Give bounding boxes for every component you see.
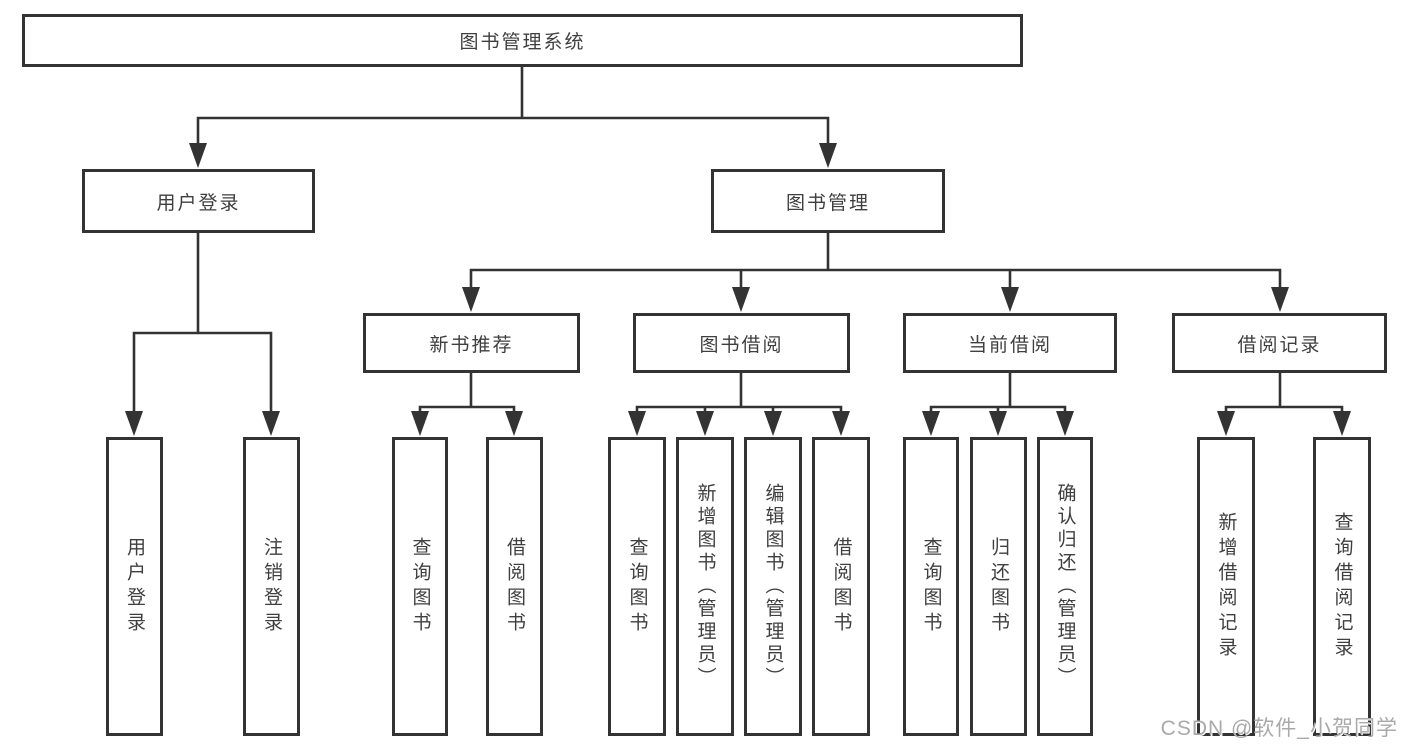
leaf-return-books-label: 归还图书 — [988, 536, 1009, 637]
arrowhead — [1333, 411, 1351, 436]
leaf-query-borrow-record: 查询借阅记录 — [1313, 437, 1371, 736]
leaf-query-books-recommend-label: 查询图书 — [409, 536, 431, 637]
node-user-login-label: 用户登录 — [156, 192, 241, 214]
arrowhead — [505, 411, 523, 436]
connector-userlogin-split — [132, 231, 273, 412]
node-root-system: 图书管理系统 — [22, 14, 1023, 67]
node-borrowing-records-label: 借阅记录 — [1237, 334, 1322, 356]
leaf-confirm-return-admin: 确认归还（管理员） — [1037, 437, 1093, 736]
leaf-query-books-current-label: 查询图书 — [920, 536, 942, 637]
leaf-add-borrow-record: 新增借阅记录 — [1197, 437, 1255, 736]
arrowhead — [732, 287, 750, 312]
arrowhead — [764, 411, 782, 436]
arrowhead — [696, 411, 714, 436]
leaf-add-borrow-record-label: 新增借阅记录 — [1215, 511, 1237, 662]
leaf-edit-books-admin-label: 编辑图书（管理员） — [762, 483, 784, 690]
connector-bookmgmt-split — [469, 231, 1282, 288]
connector-currentborrow-split — [929, 371, 1067, 413]
arrowhead — [125, 411, 143, 436]
leaf-query-books-current: 查询图书 — [903, 437, 959, 736]
node-book-borrowing: 图书借阅 — [633, 313, 850, 373]
leaf-edit-books-admin: 编辑图书（管理员） — [744, 437, 802, 736]
node-current-borrowing: 当前借阅 — [903, 313, 1117, 373]
node-user-login: 用户登录 — [82, 169, 315, 233]
csdn-watermark: CSDN @软件_小贺同学 — [1160, 717, 1398, 740]
node-root-label: 图书管理系统 — [459, 32, 586, 53]
leaf-user-login: 用户登录 — [106, 437, 163, 736]
leaf-logout: 注销登录 — [243, 437, 300, 736]
arrowhead — [1001, 287, 1019, 312]
arrowhead — [832, 411, 850, 436]
node-current-borrowing-label: 当前借阅 — [967, 334, 1052, 356]
node-book-borrowing-label: 图书借阅 — [699, 334, 784, 356]
node-new-book-recommend-label: 新书推荐 — [429, 334, 514, 356]
arrowhead — [1271, 287, 1289, 312]
leaf-borrow-books-recommend-label: 借阅图书 — [504, 536, 525, 637]
leaf-logout-label: 注销登录 — [261, 536, 282, 637]
leaf-borrow-books: 借阅图书 — [812, 437, 870, 736]
connector-bookborrow-split — [635, 371, 843, 413]
leaf-query-books-recommend: 查询图书 — [392, 437, 448, 736]
leaf-query-books-borrow: 查询图书 — [608, 437, 666, 736]
leaf-borrow-books-recommend: 借阅图书 — [486, 437, 543, 736]
arrowhead — [819, 143, 837, 168]
arrowhead — [628, 411, 646, 436]
leaf-add-books-admin-label: 新增图书（管理员） — [694, 483, 716, 690]
arrowhead — [262, 411, 280, 436]
node-book-management: 图书管理 — [711, 169, 945, 233]
arrowhead — [462, 287, 480, 312]
leaf-borrow-books-label: 借阅图书 — [830, 536, 852, 637]
connector-newbook-split — [418, 371, 516, 413]
arrowhead — [989, 411, 1007, 436]
leaf-confirm-return-admin-label: 确认归还（管理员） — [1054, 483, 1076, 690]
arrowhead — [1217, 411, 1235, 436]
arrowhead — [411, 411, 429, 436]
node-new-book-recommend: 新书推荐 — [363, 313, 580, 373]
leaf-add-books-admin: 新增图书（管理员） — [676, 437, 734, 736]
leaf-user-login-label: 用户登录 — [124, 536, 145, 637]
leaf-query-books-borrow-label: 查询图书 — [626, 536, 648, 637]
node-book-management-label: 图书管理 — [785, 192, 870, 214]
arrowhead — [1056, 411, 1074, 436]
connector-root-split — [196, 64, 830, 144]
arrowhead — [922, 411, 940, 436]
connector-borrowrecord-split — [1224, 371, 1344, 413]
leaf-return-books: 归还图书 — [970, 437, 1027, 736]
arrowhead — [189, 143, 207, 168]
node-borrowing-records: 借阅记录 — [1172, 313, 1387, 373]
leaf-query-borrow-record-label: 查询借阅记录 — [1331, 511, 1353, 662]
